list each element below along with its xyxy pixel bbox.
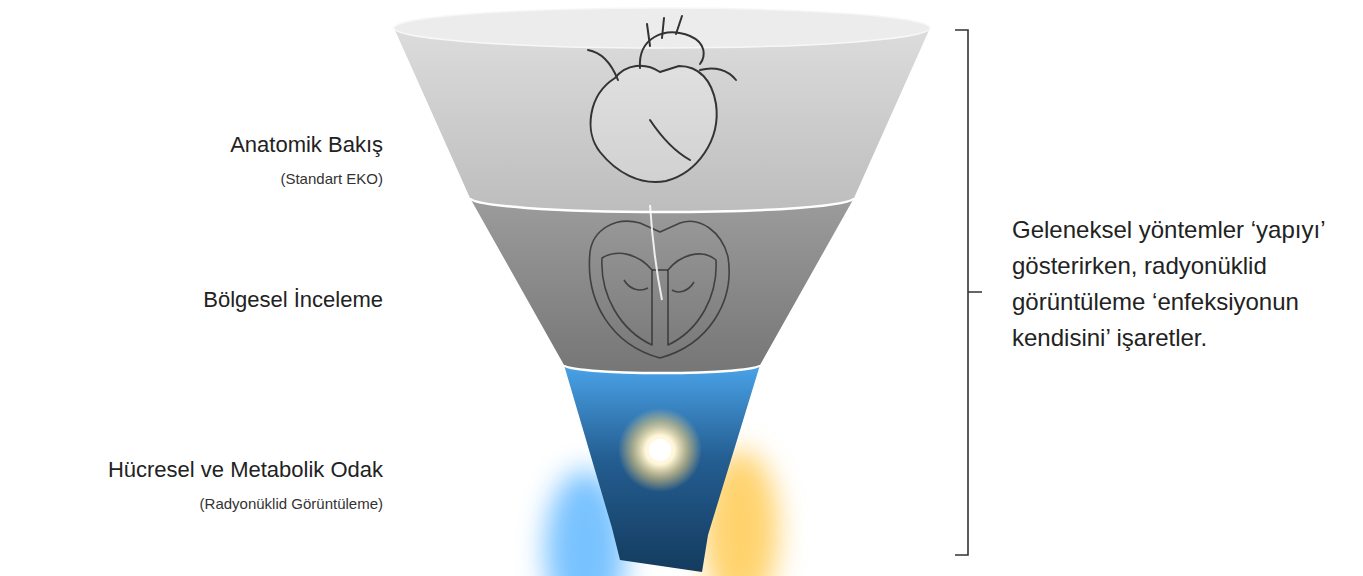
- band-label: Anatomik Bakış (Standart EKO): [0, 131, 383, 189]
- note-text: Geleneksel yöntemler ‘yapıyı’ gösterirke…: [1012, 212, 1332, 356]
- bracket: [955, 30, 982, 555]
- band-outline: [564, 365, 760, 572]
- band-shape: [0, 198, 960, 366]
- band-outline: [470, 198, 854, 212]
- band-shape: [0, 0, 960, 200]
- band-label: Hücresel ve Metabolik Odak (Radyonüklid G…: [0, 456, 383, 514]
- band-heading: Hücresel ve Metabolik Odak: [0, 456, 383, 484]
- band-outline: [394, 8, 930, 48]
- band-subtitle: (Standart EKO): [0, 169, 383, 189]
- catheter-wire: [650, 205, 662, 300]
- band-subtitle: (Radyonüklid Görüntüleme): [0, 494, 383, 514]
- funnel-band: Bölgesel İnceleme: [0, 198, 960, 366]
- metabolic-focus-glow: [618, 408, 702, 492]
- band-outline: [394, 28, 930, 212]
- band-heading: Anatomik Bakış: [0, 131, 383, 159]
- band-outline: [470, 198, 854, 373]
- metabolic-focus: [649, 439, 671, 461]
- band-outline: [564, 365, 760, 373]
- band-heading: Bölgesel İnceleme: [0, 286, 383, 314]
- funnel-band: Hücresel ve Metabolik Odak (Radyonüklid G…: [0, 365, 960, 576]
- funnel-band: Anatomik Bakış (Standart EKO): [0, 0, 960, 200]
- band-label: Bölgesel İnceleme: [0, 286, 383, 314]
- heart-outline: [588, 16, 736, 182]
- heart-cross-section: [589, 221, 729, 358]
